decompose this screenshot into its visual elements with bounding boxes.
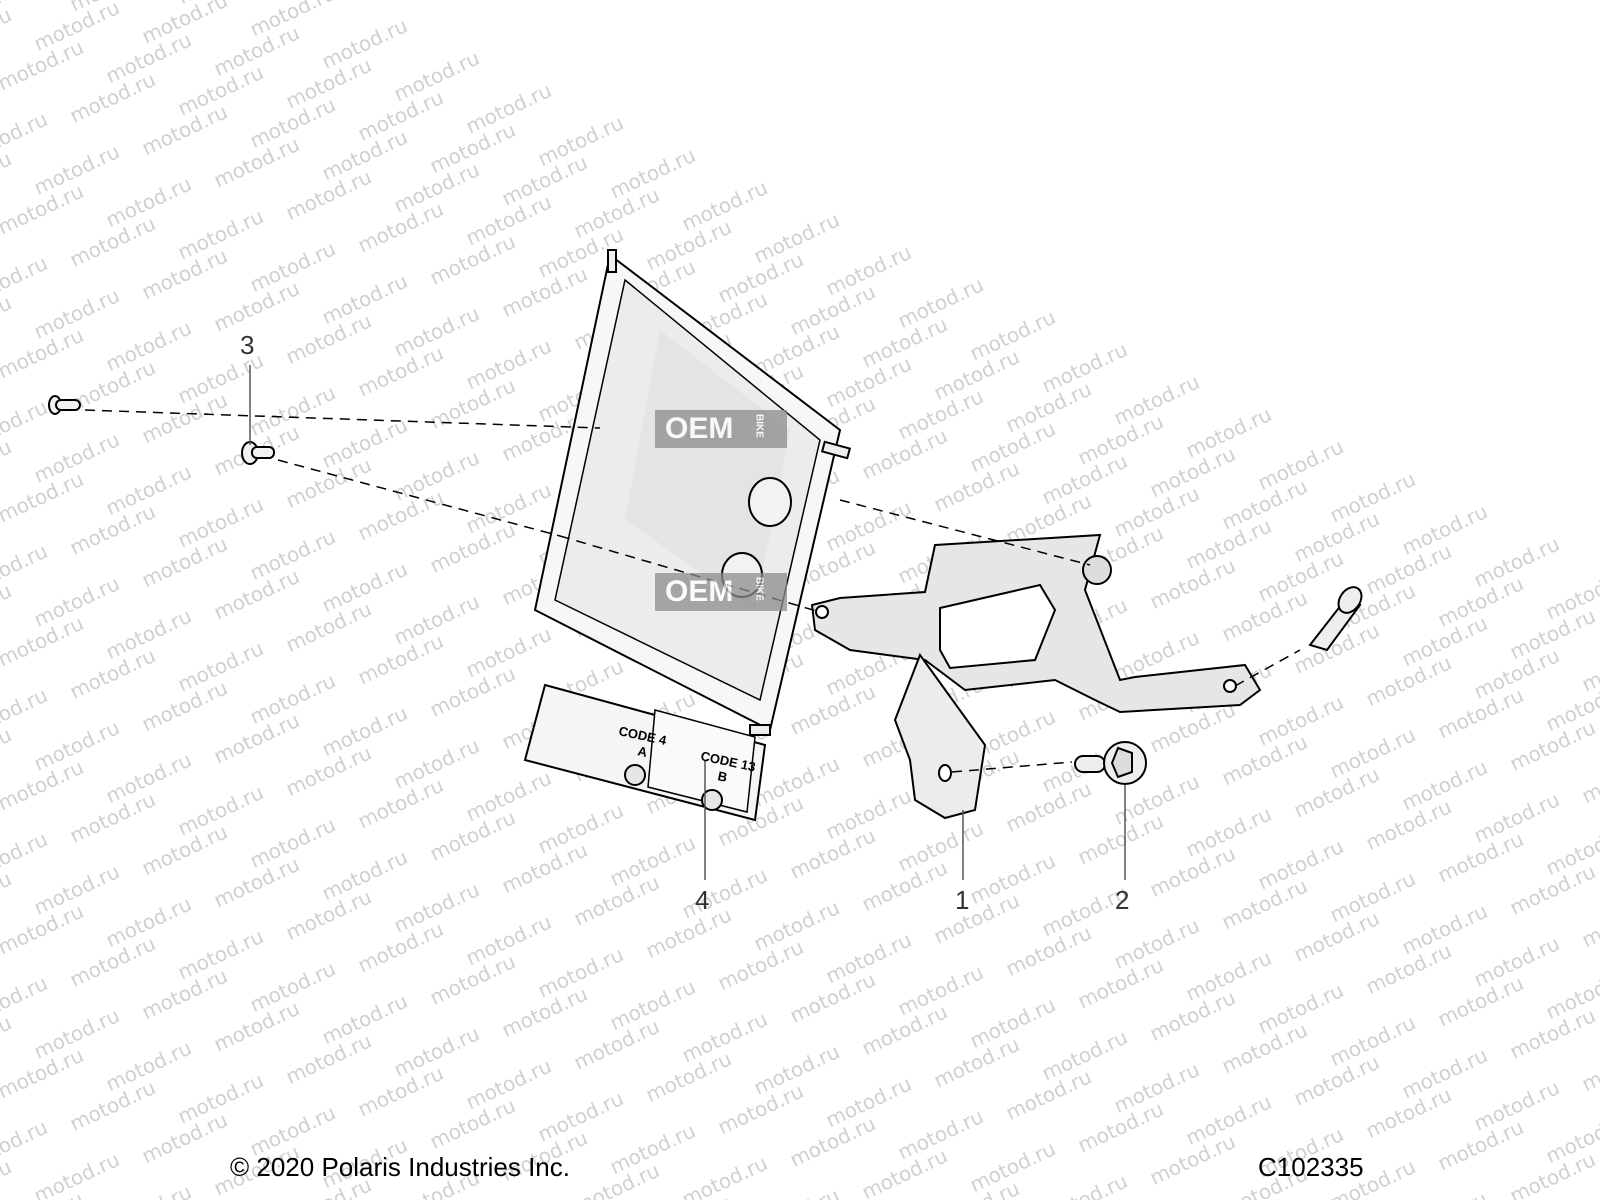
bracket[interactable] xyxy=(810,533,1262,820)
leader-lines xyxy=(249,365,1126,880)
callout-4: 4 xyxy=(695,885,710,915)
copyright-text: © 2020 Polaris Industries Inc. xyxy=(230,1152,570,1182)
code-a-letter: A xyxy=(636,743,649,760)
diagram-code: C102335 xyxy=(1258,1152,1364,1182)
callout-2: 2 xyxy=(1115,885,1130,915)
flange-bolt-right[interactable] xyxy=(1308,583,1366,652)
code-b-letter: B xyxy=(716,768,728,785)
screw-3-upper[interactable] xyxy=(48,395,81,415)
callout-1: 1 xyxy=(955,885,970,915)
screw-3[interactable] xyxy=(241,441,275,465)
callout-3: 3 xyxy=(240,330,255,360)
flange-bolt-2[interactable] xyxy=(1074,741,1147,785)
ecu-module[interactable] xyxy=(523,249,852,822)
